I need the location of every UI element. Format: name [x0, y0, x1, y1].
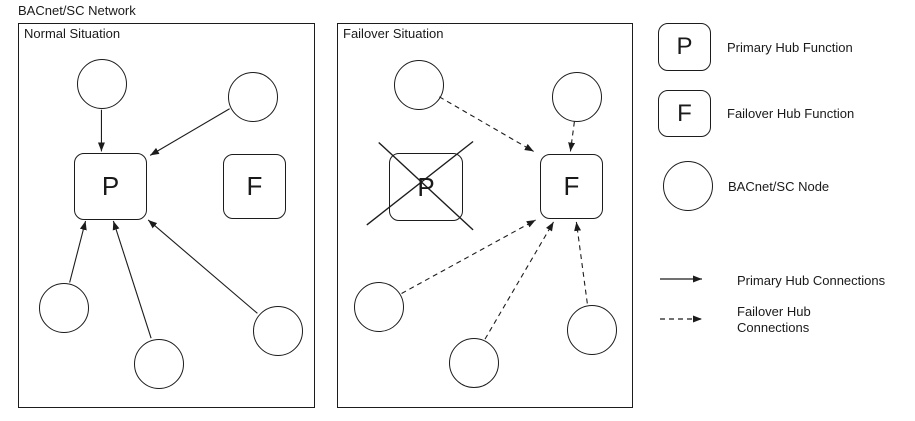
legend-label-primary-hub: Primary Hub Function: [727, 39, 853, 55]
hub-letter: F: [246, 171, 263, 201]
legend-primary-hub-symbol: P: [658, 23, 711, 71]
failover-connection-line: [439, 96, 534, 152]
bacnet-node: [77, 59, 127, 109]
hub-letter: P: [676, 33, 693, 60]
primary-connection-line: [149, 108, 230, 156]
primary-connection-line: [69, 220, 87, 283]
bacnet-node: [567, 305, 617, 355]
primary-connection-line: [147, 219, 258, 314]
failover-connection-line: [401, 219, 536, 294]
bacnet-node: [253, 306, 303, 356]
normal-connections-layer: [69, 108, 258, 339]
panel-normal-situation: Normal Situation P F: [18, 23, 315, 408]
bacnet-node: [552, 72, 602, 122]
primary-hub-box-failed: P: [389, 153, 463, 221]
panel-label: Failover Situation: [343, 26, 444, 41]
bacnet-node: [39, 283, 89, 333]
legend-label-primary-connections: Primary Hub Connections: [737, 272, 886, 288]
failover-connection-line: [484, 221, 555, 340]
legend-failover-hub-symbol: F: [658, 90, 711, 137]
panel-label: Normal Situation: [24, 26, 121, 41]
hub-letter: F: [677, 99, 692, 127]
hub-letter: P: [101, 171, 120, 201]
legend: P Primary Hub Function F Failover Hub Fu…: [650, 0, 915, 421]
failover-hub-box: F: [223, 154, 286, 219]
legend-solid-arrow: [660, 275, 702, 283]
bacnet-node: [394, 60, 444, 110]
bacnet-node: [354, 282, 404, 332]
primary-connection-line: [112, 220, 152, 339]
failover-hub-box: F: [540, 154, 603, 219]
panel-failover-situation: Failover Situation P F: [337, 23, 633, 408]
failover-connection-line: [574, 221, 588, 304]
failover-connection-line: [568, 121, 576, 152]
hub-letter: P: [417, 171, 435, 202]
hub-letter: F: [563, 171, 580, 201]
primary-hub-box: P: [74, 153, 147, 220]
legend-label-failover-connections: Failover Hub Connections: [737, 304, 811, 335]
legend-bacnet-node-symbol: [663, 161, 713, 211]
bacnet-node: [228, 72, 278, 122]
bacnet-node: [134, 339, 184, 389]
legend-dashed-arrow: [660, 315, 702, 323]
legend-label-bacnet-node: BACnet/SC Node: [728, 178, 830, 194]
diagram-title: BACnet/SC Network: [18, 3, 136, 18]
legend-label-failover-hub: Failover Hub Function: [727, 106, 855, 121]
bacnet-node: [449, 338, 499, 388]
